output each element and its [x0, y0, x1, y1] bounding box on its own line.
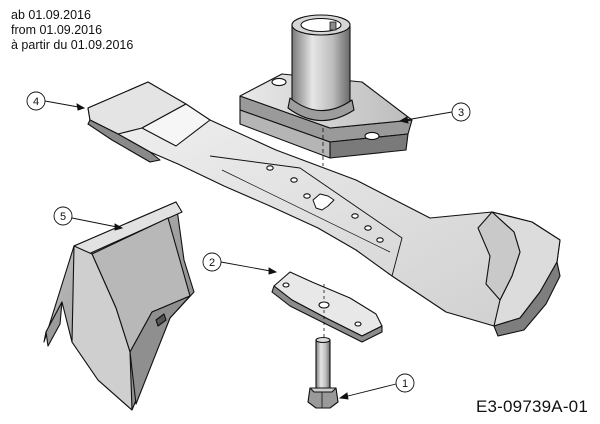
- drawing-code: E3-09739A-01: [475, 397, 588, 416]
- blade-adapter: [239, 14, 413, 166]
- blade-center-hole: [312, 193, 335, 211]
- callout-1-label: 1: [402, 378, 408, 390]
- callout-2: 2: [202, 252, 278, 275]
- blade-retainer-plate: [271, 271, 383, 343]
- callouts: 4 3 5 2: [26, 91, 471, 400]
- callout-3-label: 3: [458, 107, 464, 119]
- callout-1: 1: [338, 373, 415, 400]
- callout-4: 4: [26, 91, 86, 111]
- callout-3: 3: [398, 102, 471, 124]
- validity-note-fr: à partir du 01.09.2016: [11, 38, 134, 52]
- mower-blade: [87, 81, 561, 337]
- blade-holes: [266, 165, 384, 243]
- callout-4-label: 4: [33, 96, 39, 108]
- callout-2-label: 2: [209, 257, 215, 269]
- validity-note-de: ab 01.09.2016: [11, 8, 91, 22]
- blade-bolt: [307, 336, 339, 409]
- validity-note-en: from 01.09.2016: [11, 23, 103, 37]
- callout-5-label: 5: [60, 211, 66, 223]
- callout-5: 5: [53, 206, 124, 231]
- discharge-deflector: [43, 201, 195, 411]
- validity-notes: ab 01.09.2016 from 01.09.2016 à partir d…: [11, 8, 133, 53]
